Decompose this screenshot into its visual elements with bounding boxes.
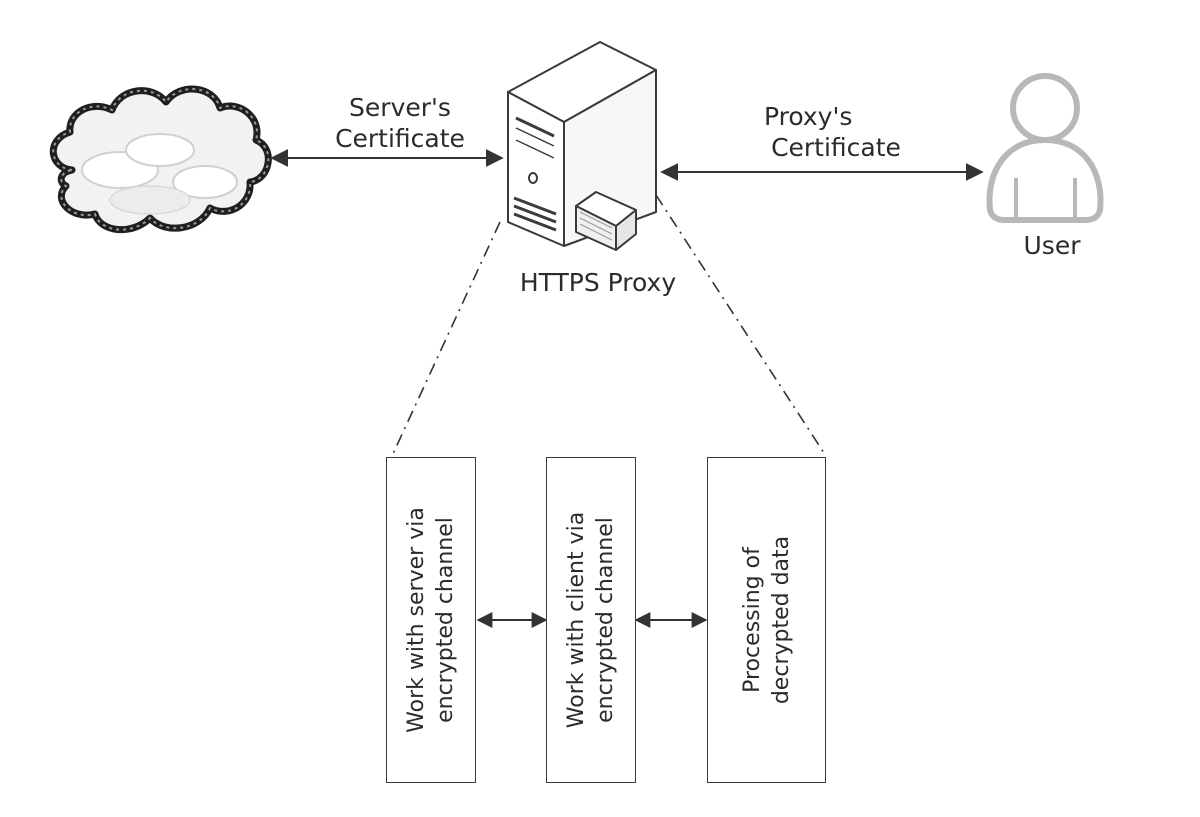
box-server-channel-line2: encrypted channel bbox=[433, 517, 458, 723]
server-certificate-line2: Certificate bbox=[335, 124, 465, 153]
proxy-certificate-line2: Certificate bbox=[771, 133, 901, 162]
server-certificate-line1: Server's bbox=[349, 93, 451, 122]
box-client-channel: Work with client via encrypted channel bbox=[546, 457, 636, 783]
server-certificate-label: Server's Certificate bbox=[310, 92, 490, 154]
https-proxy-label: HTTPS Proxy bbox=[519, 268, 677, 297]
user-icon bbox=[986, 73, 1104, 223]
box-processing-text: Processing of decrypted data bbox=[738, 536, 796, 704]
box-processing: Processing of decrypted data bbox=[707, 457, 826, 783]
zoom-line-left bbox=[391, 221, 501, 457]
box-client-channel-line1: Work with client via bbox=[564, 511, 589, 729]
zoom-line-right bbox=[655, 194, 827, 457]
box-processing-line2: decrypted data bbox=[768, 535, 794, 705]
cloud-icon bbox=[49, 85, 272, 234]
server-tower-icon bbox=[507, 41, 657, 251]
proxy-certificate-label: Proxy's Certificate bbox=[746, 101, 926, 163]
box-server-channel: Work with server via encrypted channel bbox=[386, 457, 476, 783]
box-server-channel-text: Work with server via encrypted channel bbox=[402, 507, 460, 733]
box-client-channel-line2: encrypted channel bbox=[593, 517, 618, 723]
proxy-certificate-line1: Proxy's bbox=[764, 102, 853, 131]
user-label: User bbox=[1023, 231, 1081, 260]
box-client-channel-text: Work with client via encrypted channel bbox=[562, 512, 620, 728]
box-processing-line1: Processing of bbox=[739, 547, 765, 693]
box-server-channel-line1: Work with server via bbox=[404, 507, 429, 733]
